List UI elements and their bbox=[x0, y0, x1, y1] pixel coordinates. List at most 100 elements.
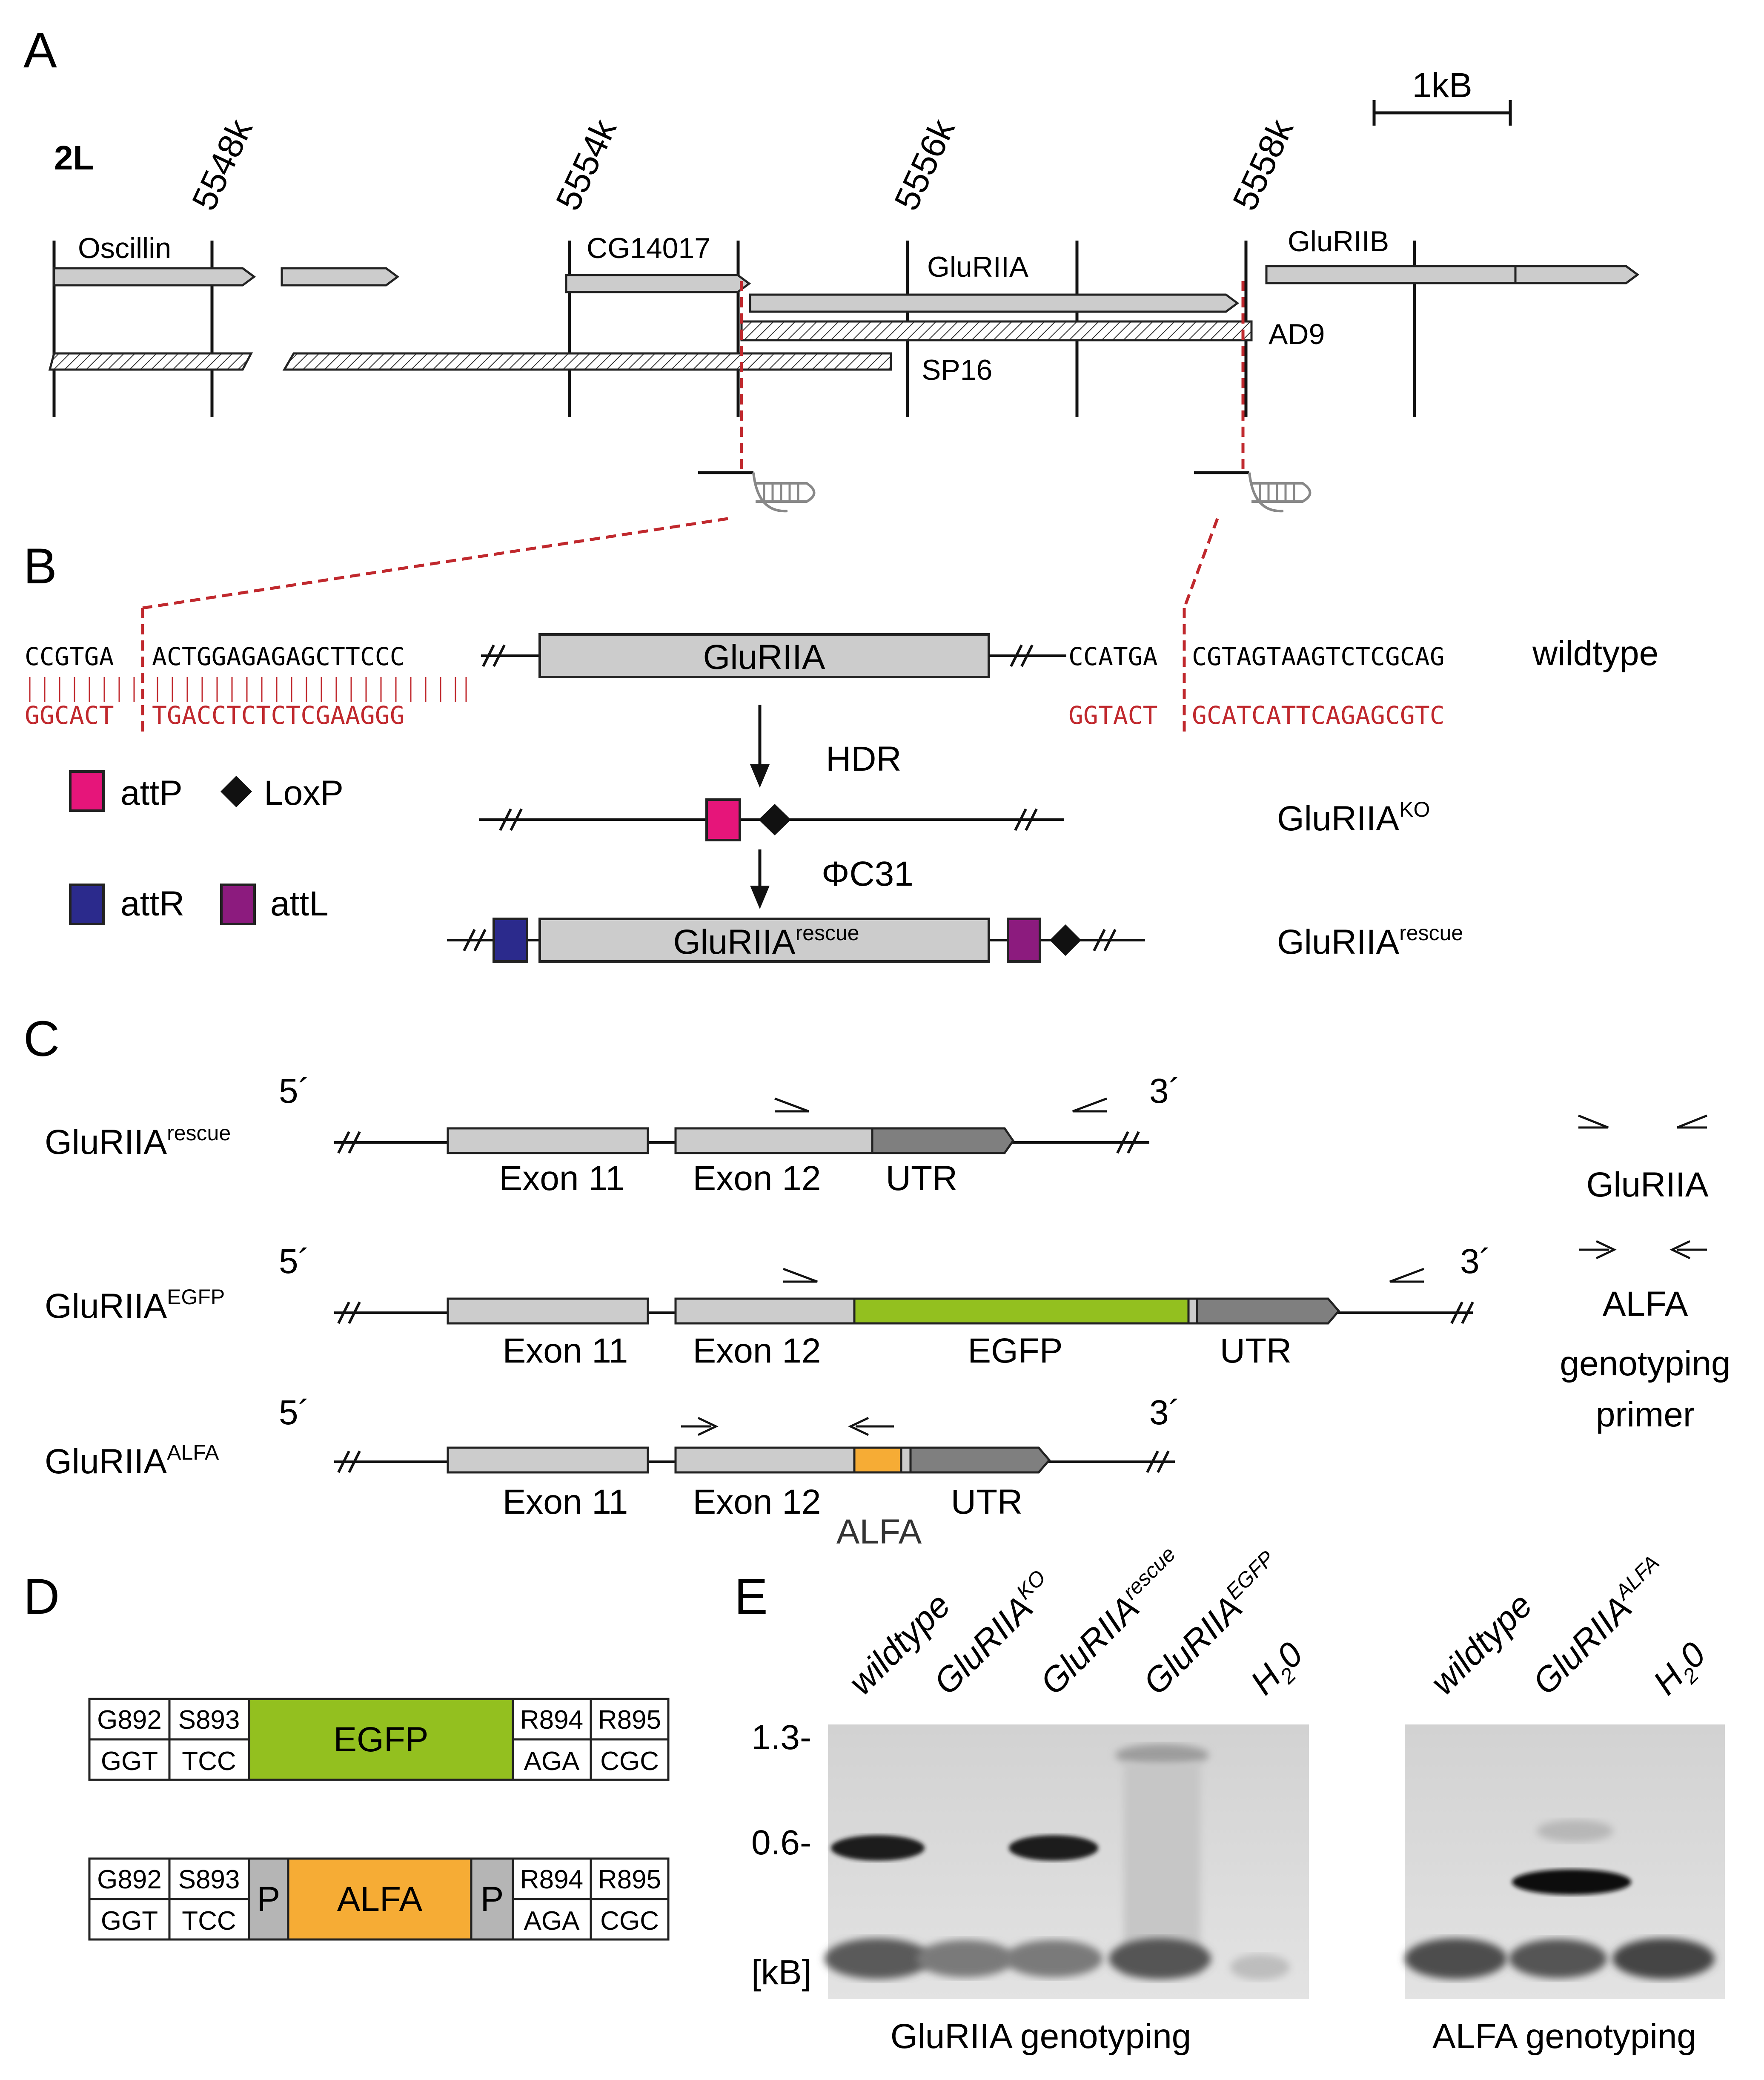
primer-forward-icon bbox=[783, 1268, 818, 1283]
alfa-label: ALFA bbox=[836, 1512, 922, 1551]
panel-label-b: B bbox=[23, 538, 57, 594]
exon-11-label: Exon 11 bbox=[499, 1159, 625, 1198]
alfa-primer-reverse-icon bbox=[848, 1417, 894, 1436]
alfa-primer-forward-icon bbox=[681, 1417, 719, 1436]
panel-b: B CCGTGA ACTGGAGAGAGCTTCCC GGCACT TGACCT… bbox=[23, 517, 1658, 963]
wildtype-locus: GluRIIA bbox=[481, 633, 1066, 678]
cell-ggt: GGT bbox=[101, 1906, 158, 1936]
three-prime-label: 3´ bbox=[1149, 1072, 1180, 1110]
rescue-locus: GluRIIArescue bbox=[447, 918, 1145, 963]
legend-alfa-reverse-icon bbox=[1670, 1240, 1707, 1259]
cell-r895: R895 bbox=[598, 1865, 661, 1894]
egfp-block bbox=[248, 1698, 514, 1781]
lane-label-wildtype: wildtype bbox=[1423, 1586, 1540, 1702]
legend-loxp-label: LoxP bbox=[264, 774, 344, 812]
cell-aga: AGA bbox=[524, 1747, 580, 1776]
panel-c: C GluRIIArescue 5´ 3´ Exon 11 Exon 12 UT… bbox=[23, 1011, 1731, 1551]
sp16-label: SP16 bbox=[922, 354, 992, 386]
exon-12 bbox=[674, 1446, 856, 1474]
legend-genotyping-label: genotyping bbox=[1560, 1344, 1730, 1383]
three-prime-label: 3´ bbox=[1149, 1393, 1180, 1432]
utr bbox=[871, 1127, 1015, 1154]
linker-label: P bbox=[481, 1880, 504, 1919]
alfa-block-label: ALFA bbox=[337, 1880, 423, 1919]
primer-legend: GluRIIA ALFA genotyping primer bbox=[1560, 1114, 1731, 1434]
gel-alfa bbox=[1405, 1724, 1725, 1999]
cg14017-gene bbox=[565, 274, 751, 293]
gel-alfa-caption: ALFA genotyping bbox=[1432, 2017, 1696, 2056]
five-prime-label: 5´ bbox=[279, 1242, 310, 1281]
primer-dimer-band bbox=[1109, 1938, 1211, 1979]
five-prime-label: 5´ bbox=[279, 1072, 310, 1110]
legend-attr-label: attR bbox=[120, 884, 184, 923]
chromosome-label: 2L bbox=[54, 139, 94, 177]
loxp-site bbox=[759, 804, 791, 835]
exon-11-label: Exon 11 bbox=[503, 1331, 628, 1370]
marker-kb: [kB] bbox=[751, 1953, 811, 1992]
glurIIb-gene bbox=[1265, 265, 1538, 284]
seq-left-bottom-b: TGACCTCTCTCGAAGGG bbox=[152, 701, 405, 730]
primer-dimer-band bbox=[825, 1938, 931, 1979]
panel-d: D G892 GGT S893 TCC EGFP R894 AGA R895 C… bbox=[23, 1569, 670, 1941]
attl-site bbox=[1007, 918, 1041, 963]
utr-label: UTR bbox=[951, 1483, 1023, 1521]
seq-right-bottom-a: GGTACT bbox=[1068, 701, 1158, 730]
gene-arrow bbox=[1514, 265, 1640, 284]
primer-dimer-band bbox=[916, 1940, 1014, 1977]
coord-5548k: 5548k bbox=[185, 113, 260, 216]
cell-s893: S893 bbox=[178, 1865, 240, 1894]
exon-11 bbox=[447, 1127, 649, 1154]
panel-label-a: A bbox=[23, 22, 57, 78]
zoom-line-right bbox=[1183, 518, 1219, 609]
cell-tcc: TCC bbox=[182, 1906, 236, 1936]
hdr-arrow bbox=[750, 705, 770, 788]
sp16-deletion bbox=[282, 352, 892, 371]
zoom-line-left bbox=[142, 517, 728, 610]
egfp-label: EGFP bbox=[968, 1331, 1062, 1370]
primer-dimer-band bbox=[1005, 1940, 1102, 1977]
cell-aga: AGA bbox=[524, 1906, 580, 1936]
exon-12-label: Exon 12 bbox=[693, 1159, 821, 1198]
panel-label-e: E bbox=[734, 1569, 768, 1625]
primer-forward-icon bbox=[774, 1097, 809, 1113]
panel-label-c: C bbox=[23, 1011, 60, 1067]
cell-ggt: GGT bbox=[101, 1747, 158, 1776]
exon-12 bbox=[674, 1297, 856, 1325]
ko-locus bbox=[479, 798, 1064, 841]
panel-e: E wildtype GluRIIAKO GluRIIArescue GluRI… bbox=[734, 1542, 1725, 2056]
cell-cgc: CGC bbox=[600, 1747, 659, 1776]
linker-label: P bbox=[257, 1880, 281, 1919]
attr-site bbox=[493, 918, 528, 963]
lane-label-h2o: H20 bbox=[1646, 1635, 1717, 1706]
primer-dimer-band bbox=[1509, 1939, 1607, 1978]
utr bbox=[1196, 1297, 1340, 1325]
glurIIa-exon-block bbox=[538, 633, 990, 678]
three-prime-label: 3´ bbox=[1460, 1242, 1491, 1281]
band bbox=[1009, 1835, 1098, 1861]
primer-reverse-icon bbox=[1389, 1268, 1424, 1283]
loxp-site bbox=[1050, 924, 1081, 956]
gene-arrow bbox=[281, 267, 400, 287]
utr bbox=[909, 1446, 1051, 1474]
cell-g892: G892 bbox=[97, 1705, 162, 1735]
legend-attp-label: attP bbox=[120, 774, 183, 812]
primer-dimer-band bbox=[1230, 1954, 1290, 1980]
legend-alfa-label: ALFA bbox=[1603, 1285, 1688, 1323]
marker-1-3: 1.3- bbox=[751, 1718, 811, 1757]
legend-alfa-forward-icon bbox=[1579, 1240, 1617, 1259]
glurIIb-label: GluRIIB bbox=[1288, 225, 1389, 258]
glurIIa-block-label: GluRIIA bbox=[703, 638, 825, 677]
linker-block bbox=[248, 1857, 289, 1941]
exon-12 bbox=[674, 1127, 873, 1154]
seq-right-top-a: CCATGA bbox=[1068, 642, 1158, 671]
linker-block bbox=[470, 1857, 514, 1941]
cg14017-label: CG14017 bbox=[587, 232, 710, 264]
guide-rna-icon bbox=[698, 471, 816, 513]
coord-5558k: 5558k bbox=[1226, 113, 1301, 216]
cell-cgc: CGC bbox=[600, 1906, 659, 1936]
band bbox=[1115, 1744, 1209, 1766]
primer-reverse-icon bbox=[1072, 1097, 1107, 1113]
rescue-block-label: GluRIIArescue bbox=[673, 921, 859, 961]
exon-12-tail bbox=[1187, 1297, 1198, 1325]
